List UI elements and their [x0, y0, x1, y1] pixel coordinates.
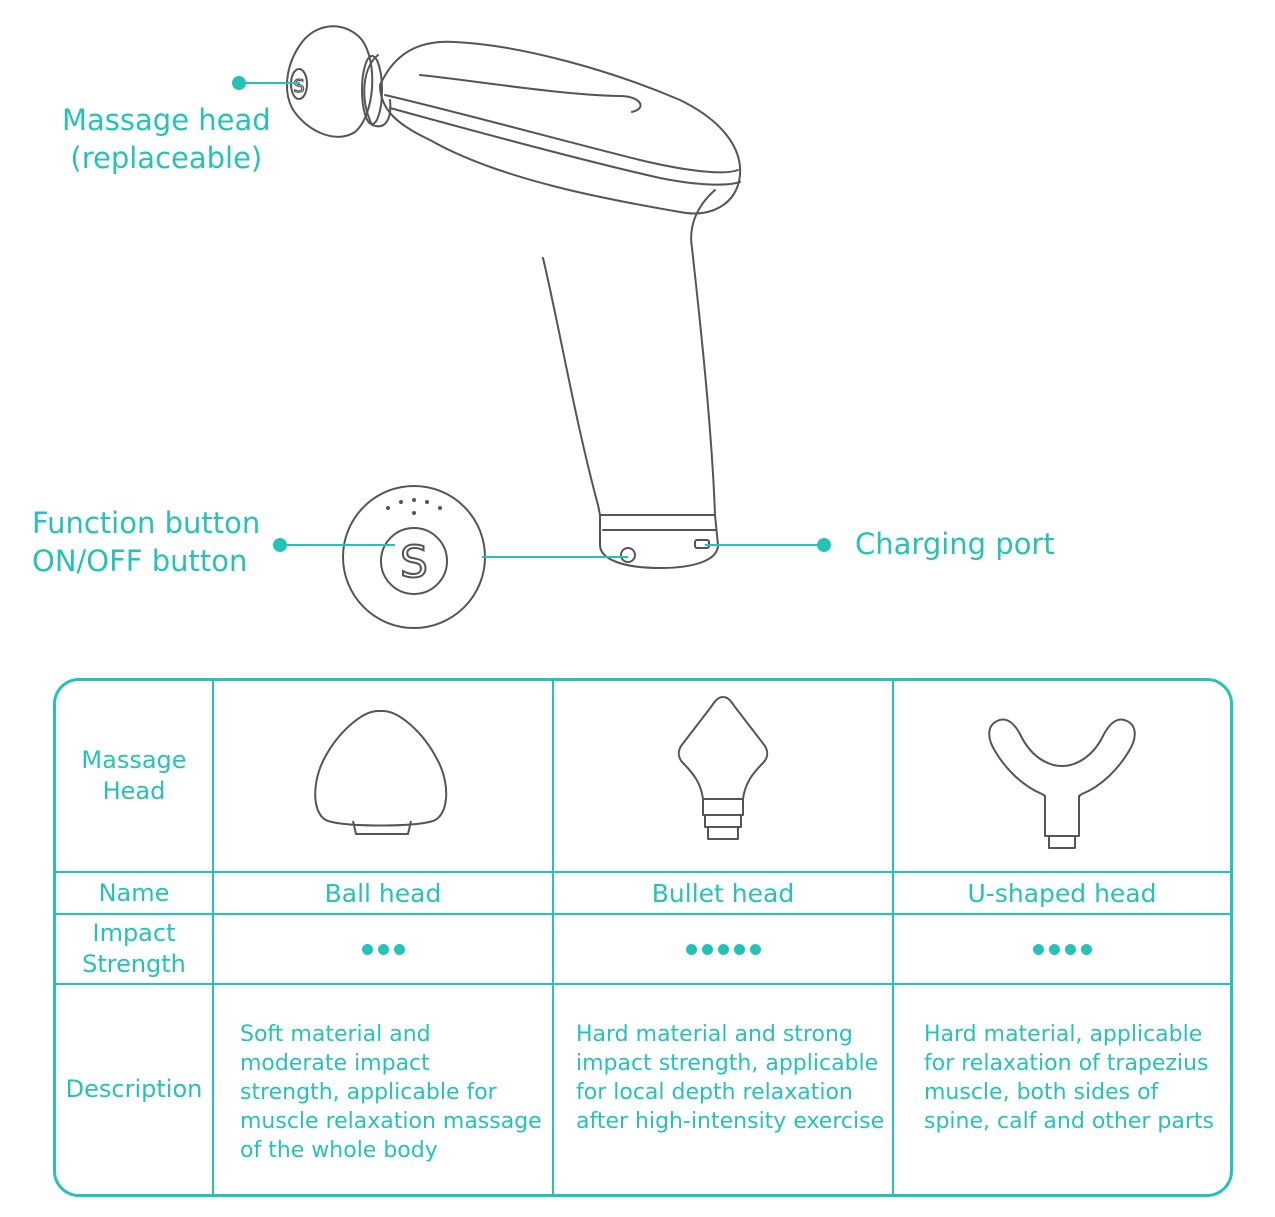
u-shaped-head-strength	[892, 913, 1230, 985]
description-line: muscle, both sides of	[924, 1080, 1159, 1105]
description-line: impact strength, applicable	[576, 1051, 879, 1076]
bullet-head-icon	[677, 696, 769, 840]
u-shaped-head-description: Hard material, applicable for relaxation …	[892, 983, 1230, 1194]
strength-dots	[214, 943, 552, 955]
table-row-head: Massage Head	[56, 681, 1230, 873]
gun-handle	[542, 189, 716, 516]
ball-head-image-cell	[212, 681, 554, 873]
strength-dot	[717, 943, 729, 955]
bullet-head-name: Bullet head	[552, 871, 894, 915]
description-line: muscle relaxation massage	[240, 1109, 542, 1134]
description-line: Hard material, applicable	[924, 1022, 1203, 1047]
description-line: Soft material and	[240, 1022, 431, 1047]
massage-gun-diagram: S S	[232, 25, 831, 629]
massage-head-label: Massage head (replaceable)	[62, 103, 271, 175]
bullet-head-description: Hard material and strong impact strength,…	[552, 983, 894, 1194]
strength-dot	[1064, 943, 1076, 955]
u-shaped-head-image-cell	[892, 681, 1230, 873]
strength-dot	[685, 943, 697, 955]
charging-port-label: Charging port	[855, 527, 1055, 561]
strength-dot	[701, 943, 713, 955]
description-line: for relaxation of trapezius	[924, 1051, 1209, 1076]
gun-body	[379, 40, 742, 215]
strength-dots	[894, 943, 1230, 955]
strength-dot	[377, 943, 389, 955]
massage-head-s-glyph: S	[293, 76, 304, 97]
description-line: of the whole body	[240, 1138, 438, 1163]
ball-head-strength	[212, 913, 554, 985]
strength-dots	[554, 943, 892, 955]
description-line: strength, applicable for	[240, 1080, 497, 1105]
row-label-massage-head: Massage Head	[56, 681, 214, 873]
led-indicator-dots	[386, 498, 442, 515]
description-line: after high-intensity exercise	[576, 1109, 885, 1134]
ball-head-name: Ball head	[212, 871, 554, 915]
strength-dot	[733, 943, 745, 955]
bullet-head-strength	[552, 913, 894, 985]
table-row-impact-strength: Impact Strength	[56, 913, 1230, 985]
head-collar	[363, 54, 392, 128]
gun-base	[599, 514, 719, 569]
row-label-impact-strength: Impact Strength	[56, 913, 214, 985]
strength-dot	[1048, 943, 1060, 955]
function-button-label: Function button ON/OFF button	[32, 506, 261, 578]
u-shaped-head-name: U-shaped head	[892, 871, 1230, 915]
massage-head-table: Massage Head	[53, 678, 1233, 1197]
description-line: moderate impact	[240, 1051, 430, 1076]
table-row-description: Description Soft material and moderate im…	[56, 983, 1230, 1194]
strength-dot	[1032, 943, 1044, 955]
strength-dot	[749, 943, 761, 955]
u-shaped-head-icon	[988, 718, 1136, 849]
row-label-description: Description	[56, 983, 214, 1194]
strength-dot	[393, 943, 405, 955]
row-label-name: Name	[56, 871, 214, 915]
table-row-name: Name Ball head Bullet head U-shaped head	[56, 871, 1230, 915]
description-line: Hard material and strong	[576, 1022, 853, 1047]
attached-ball-head	[285, 25, 374, 138]
strength-dot	[1080, 943, 1092, 955]
ball-head-description: Soft material and moderate impact strength…	[212, 983, 554, 1194]
power-s-glyph: S	[400, 537, 428, 588]
description-line: for local depth relaxation	[576, 1080, 853, 1105]
strength-dot	[361, 943, 373, 955]
bullet-head-image-cell	[552, 681, 894, 873]
description-line: spine, calf and other parts	[924, 1109, 1214, 1134]
ball-head-icon	[314, 710, 448, 835]
